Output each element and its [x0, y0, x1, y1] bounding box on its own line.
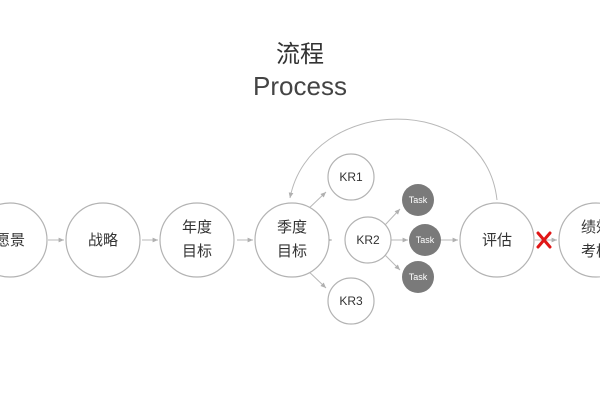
node-vision-label: 愿景 [0, 231, 25, 249]
node-annual-line1: 年度 [182, 218, 212, 236]
node-performance-circle [558, 202, 600, 278]
node-performance-line2: 考核 [581, 242, 600, 260]
node-evaluate-circle [459, 202, 535, 278]
diagram-title-english: Process [253, 71, 347, 101]
node-task-3-label: Task [409, 272, 428, 282]
node-kr1-circle [327, 153, 375, 201]
diagram-title-chinese: 流程 [276, 40, 324, 68]
node-quarterly-circle [254, 202, 330, 278]
edge-kr2-task1 [384, 208, 401, 226]
red-x-icon [536, 231, 552, 249]
node-task-3-circle [402, 261, 434, 293]
node-strategy: 战略 [65, 202, 141, 278]
node-kr3: KR3 [327, 277, 375, 325]
node-task-1-label: Task [409, 195, 428, 205]
node-task-2-label: Task [416, 235, 435, 245]
node-kr1: KR1 [327, 153, 375, 201]
node-kr3-circle [327, 277, 375, 325]
node-quarterly-line1: 季度 [277, 218, 307, 236]
feedback-loop-arrow [288, 118, 498, 201]
node-kr2-label: KR2 [356, 233, 380, 247]
node-annual-line2: 目标 [182, 242, 212, 260]
edge-kr2-task3 [384, 254, 401, 271]
node-quarterly-goals: 季度 目标 [254, 202, 330, 278]
node-vision-circle [0, 202, 48, 278]
node-task-1-circle [402, 184, 434, 216]
node-kr3-label: KR3 [339, 294, 363, 308]
node-task-2: Task [409, 224, 441, 256]
node-vision: 愿景 [0, 202, 48, 278]
node-quarterly-line2: 目标 [277, 242, 307, 260]
node-performance-review: 绩效 考核 [558, 202, 600, 278]
node-evaluate-label: 评估 [482, 231, 512, 249]
node-kr2-circle [344, 216, 392, 264]
node-task-2-circle [409, 224, 441, 256]
node-task-3: Task [402, 261, 434, 293]
node-performance-line1: 绩效 [581, 218, 600, 236]
node-kr2: KR2 [344, 216, 392, 264]
node-annual-circle [159, 202, 235, 278]
node-task-1: Task [402, 184, 434, 216]
node-annual-goals: 年度 目标 [159, 202, 235, 278]
node-kr1-label: KR1 [339, 170, 363, 184]
node-strategy-circle [65, 202, 141, 278]
node-strategy-label: 战略 [88, 231, 118, 249]
node-evaluate: 评估 [459, 202, 535, 278]
